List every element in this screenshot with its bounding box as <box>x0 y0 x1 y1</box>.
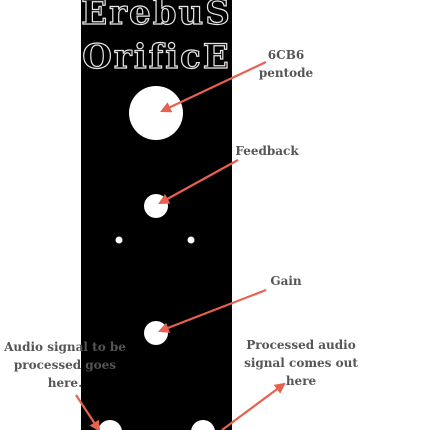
tube-label-line-1: 6CB6 <box>267 48 305 62</box>
output-label-line-2: signal comes out <box>244 356 358 370</box>
input-label-line-3: here. <box>47 376 83 390</box>
input-jack-hole <box>98 420 122 430</box>
output-label-line-1: Processed audio <box>246 338 356 352</box>
output-label: Processed audio signal comes out here <box>240 336 362 390</box>
tube-socket-hole <box>129 86 183 140</box>
input-label: Audio signal to be processed goes here. <box>2 338 128 392</box>
feedback-arrow <box>158 159 239 205</box>
mounting-hole-right <box>187 236 195 244</box>
feedback-label-line-1: Feedback <box>235 144 299 158</box>
tube-label: 6CB6 pentode <box>236 46 336 82</box>
logo-line-2: OrificE <box>82 37 231 77</box>
input-label-line-2: processed goes <box>13 358 117 372</box>
feedback-label: Feedback <box>222 142 312 160</box>
gain-label: Gain <box>256 272 316 290</box>
tube-arrow <box>160 61 267 113</box>
output-jack-hole <box>191 420 215 430</box>
gain-label-line-1: Gain <box>270 274 302 288</box>
logo-line-1: ErebuS <box>81 0 232 33</box>
input-label-line-1: Audio signal to be <box>4 340 126 354</box>
gain-knob-hole <box>144 321 168 345</box>
feedback-knob-hole <box>144 194 168 218</box>
output-arrow <box>221 382 286 430</box>
gain-arrow <box>157 288 267 333</box>
mounting-hole-left <box>115 236 123 244</box>
tube-label-line-2: pentode <box>258 66 314 80</box>
output-label-line-3: here <box>285 374 317 388</box>
input-arrow <box>75 394 101 430</box>
